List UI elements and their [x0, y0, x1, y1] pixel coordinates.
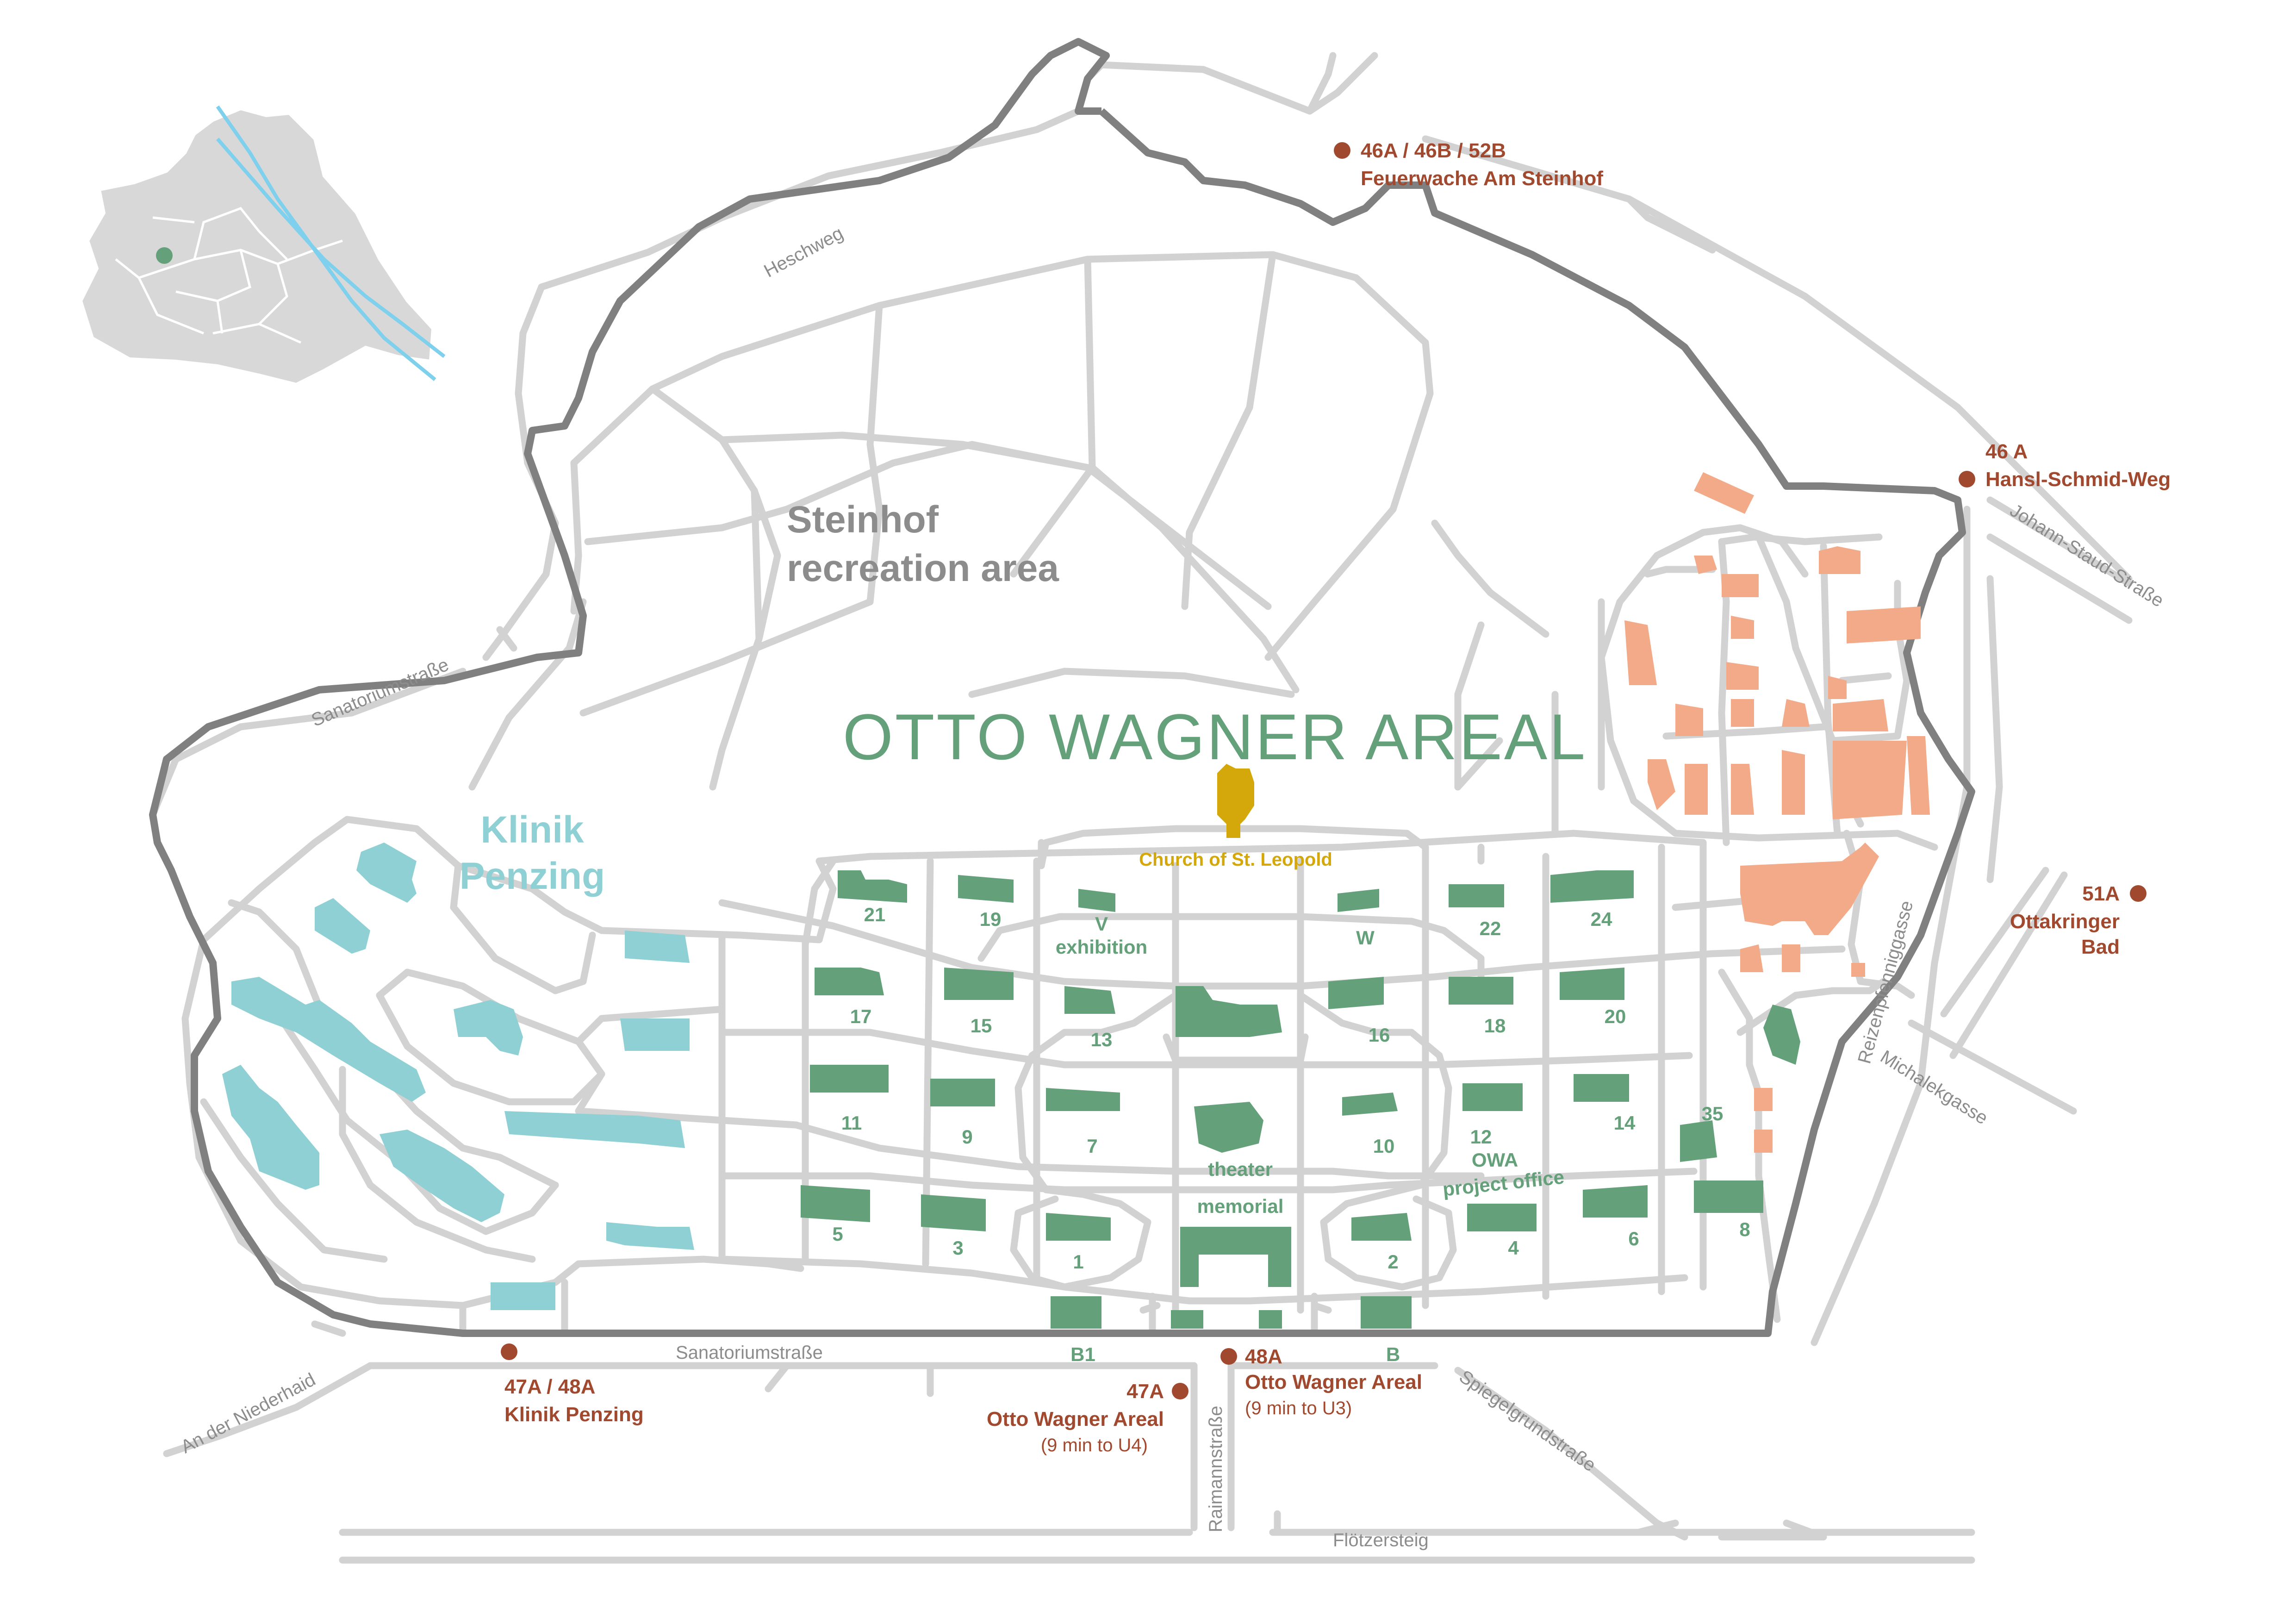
pavilion-22-label: 22 — [1480, 918, 1501, 939]
bus-stop-name: Otto Wagner Areal — [1245, 1371, 1422, 1393]
pavilion-v-label: V — [1095, 913, 1108, 935]
vienna-inset-map — [79, 105, 446, 386]
theater-label: theater — [1208, 1158, 1273, 1180]
bus-stop-name: Feuerwache Am Steinhof — [1361, 167, 1603, 190]
bus-stop-name-line1: Ottakringer — [2010, 910, 2120, 933]
street-raimannstrasse: Raimannstraße — [1206, 1406, 1226, 1532]
pavilion-4-label: 4 — [1508, 1237, 1519, 1259]
other-buildings — [1624, 472, 1930, 1153]
pavilion-13-label: 13 — [1091, 1029, 1113, 1050]
street-an-der-niederhaid: An der Niederhaid — [178, 1369, 319, 1457]
pavilion-3-label: 3 — [952, 1237, 963, 1259]
pavilion-5-label: 5 — [832, 1223, 843, 1245]
otto-wagner-pavilions — [801, 870, 1800, 1329]
pavilion-10-label: 10 — [1373, 1135, 1395, 1157]
pavilion-15-label: 15 — [971, 1015, 992, 1037]
bus-stop-hansl-schmid-weg: 46 A Hansl-Schmid-Weg — [1959, 440, 2171, 491]
area-boundary — [149, 38, 1975, 1337]
main-title: OTTO WAGNER AREAL — [843, 700, 1587, 773]
location-marker-icon — [156, 247, 173, 264]
pavilion-6-label: 6 — [1628, 1228, 1639, 1249]
church-icon — [1217, 764, 1254, 838]
pavilion-24-label: 24 — [1591, 908, 1612, 930]
bus-stop-icon — [1959, 471, 1975, 487]
memorial-label: memorial — [1197, 1195, 1284, 1217]
pavilion-35-label: 35 — [1702, 1103, 1724, 1124]
klinik-title-line2: Penzing — [460, 855, 605, 897]
owa-label: OWA — [1472, 1149, 1518, 1171]
bus-stop-otto-wagner-areal-47a: 47A Otto Wagner Areal (9 min to U4) — [987, 1380, 1188, 1455]
bus-stop-lines: 46A / 46B / 52B — [1361, 139, 1506, 162]
pavilion-17-label: 17 — [850, 1006, 872, 1027]
pavilion-7-label: 7 — [1087, 1135, 1097, 1157]
bus-stop-lines: 51A — [2082, 882, 2120, 905]
bus-stop-name: Otto Wagner Areal — [987, 1408, 1164, 1430]
pavilion-11-label: 11 — [841, 1112, 862, 1134]
bus-stop-feuerwache: 46A / 46B / 52B Feuerwache Am Steinhof — [1334, 139, 1603, 190]
street-heschweg: Heschweg — [761, 223, 847, 281]
pavilion-1-label: 1 — [1073, 1251, 1083, 1273]
bus-stop-lines: 48A — [1245, 1345, 1282, 1368]
pavilion-2-label: 2 — [1388, 1251, 1398, 1273]
bus-stop-klinik-penzing: 47A / 48A Klinik Penzing — [501, 1343, 644, 1426]
bus-stop-name-line2: Bad — [2081, 936, 2120, 958]
bus-stop-lines: 47A — [1126, 1380, 1164, 1403]
bus-stop-name: Klinik Penzing — [504, 1403, 644, 1426]
bus-stop-icon — [1172, 1383, 1188, 1399]
bus-stop-note: (9 min to U4) — [1041, 1435, 1148, 1455]
church-label: Church of St. Leopold — [1139, 849, 1332, 870]
bus-stop-ottakringer-bad: 51A Ottakringer Bad — [2010, 882, 2147, 958]
bus-stop-otto-wagner-areal-48a: 48A Otto Wagner Areal (9 min to U3) — [1220, 1345, 1422, 1418]
bus-stop-icon — [2130, 885, 2147, 902]
pavilion-8-label: 8 — [1739, 1218, 1750, 1240]
pavilion-14-label: 14 — [1614, 1112, 1636, 1134]
pavilion-b-label: B — [1386, 1343, 1400, 1365]
bus-stop-note: (9 min to U3) — [1245, 1398, 1352, 1418]
outer-streets — [149, 52, 2133, 1564]
bus-stop-lines: 47A / 48A — [504, 1375, 595, 1398]
pavilion-16-label: 16 — [1369, 1024, 1390, 1046]
street-sanatoriumstrasse-lower: Sanatoriumstraße — [676, 1343, 823, 1363]
pavilion-w-label: W — [1356, 927, 1375, 949]
pavilion-9-label: 9 — [962, 1126, 972, 1148]
pavilion-12-label: 12 — [1470, 1126, 1492, 1148]
pavilion-20-label: 20 — [1605, 1006, 1626, 1027]
street-floetzersteig: Flötzersteig — [1333, 1530, 1429, 1550]
recreation-area-title-line1: Steinhof — [787, 499, 939, 541]
pavilion-18-label: 18 — [1484, 1015, 1506, 1037]
bus-stop-icon — [1220, 1348, 1237, 1365]
street-spiegelgrundstrasse: Spiegelgrundstraße — [1456, 1366, 1599, 1475]
bus-stop-name: Hansl-Schmid-Weg — [1985, 468, 2171, 491]
bus-stop-icon — [1334, 142, 1350, 159]
pavilion-b1-label: B1 — [1070, 1343, 1095, 1365]
klinik-title-line1: Klinik — [480, 809, 584, 851]
exhibition-label: exhibition — [1056, 936, 1147, 958]
pavilion-21-label: 21 — [864, 904, 886, 925]
bus-stop-icon — [501, 1343, 517, 1360]
bus-stop-lines: 46 A — [1985, 440, 2028, 463]
klinik-penzing-buildings — [222, 843, 694, 1310]
pavilion-19-label: 19 — [980, 908, 1002, 930]
recreation-area-title-line2: recreation area — [787, 547, 1059, 589]
